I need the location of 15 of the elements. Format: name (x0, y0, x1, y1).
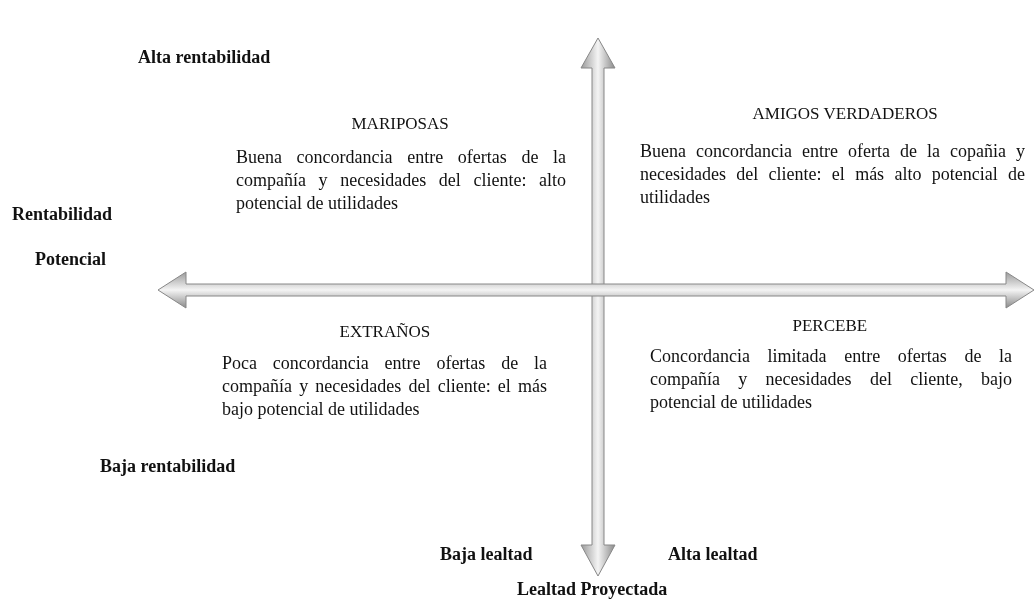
quadrant-description: Concordancia limitada entre ofertas de la compañía y necesidades del cliente, bajo potencial de utilidades (650, 345, 1012, 414)
quadrant-description: Buena concordancia entre oferta de la copañia y necesidades del cliente: el más alto potencial de utilidades (640, 140, 1025, 209)
axis-label: Alta rentabilidad (138, 46, 271, 69)
axis-label: Rentabilidad (12, 203, 113, 226)
axis-label: Baja lealtad (440, 543, 533, 566)
quadrant-title: AMIGOS VERDADEROS (752, 103, 938, 125)
axis-label: Baja rentabilidad (100, 455, 236, 478)
quadrant-description: Buena concordancia entre ofertas de la compañía y necesidades del cliente: alto potencial de utilidades (236, 146, 566, 215)
quadrant-description: Poca concordancia entre ofertas de la compañía y necesidades del cliente: el más bajo potencial de utilidades (222, 352, 547, 421)
quadrant-title: MARIPOSAS (351, 113, 449, 135)
axis-label: Potencial (35, 248, 106, 271)
axis-label: Alta lealtad (668, 543, 758, 566)
axis-title: Lealtad Proyectada (517, 578, 668, 601)
quadrant-title: PERCEBE (792, 315, 868, 337)
quadrant-title: EXTRAÑOS (339, 321, 431, 343)
